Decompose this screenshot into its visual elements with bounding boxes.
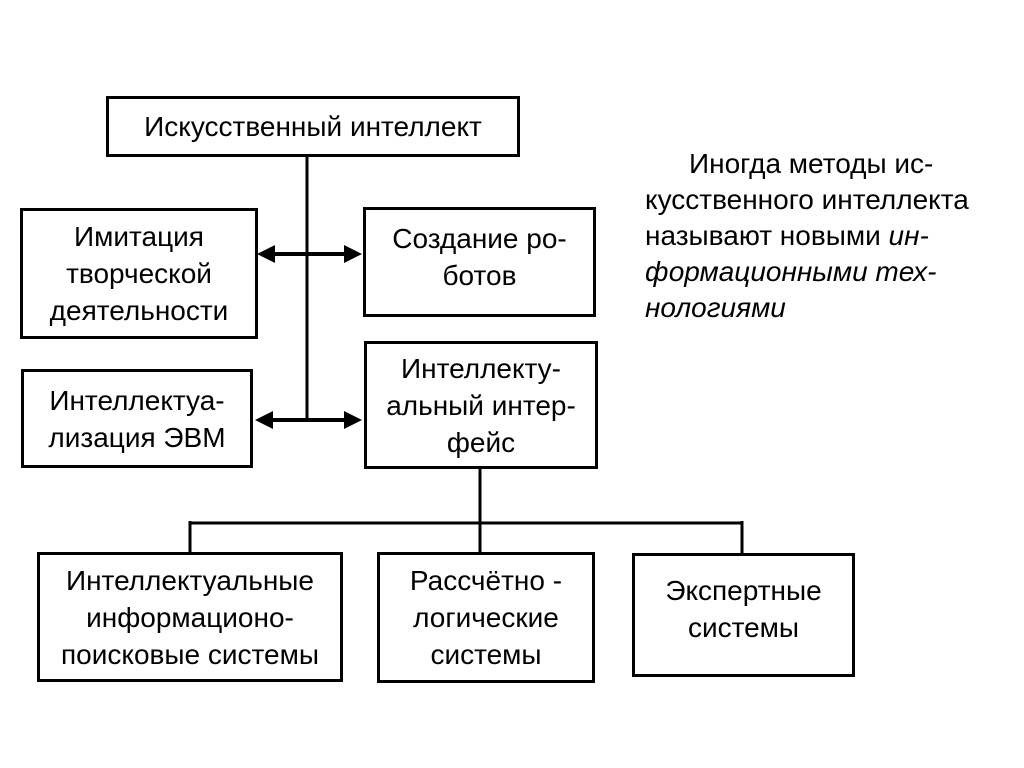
box-computational-logical-systems: Рассчётно - логические системы <box>377 552 595 683</box>
note-line-1: Иногда методы ис- <box>689 148 934 179</box>
box-computer-intellectualization: Интеллектуа- лизация ЭВМ <box>21 369 253 468</box>
box-imitation-creative-activity: Имитация творческой деятельности <box>20 208 258 339</box>
note-line-2: кусственного интеллекта <box>645 184 969 215</box>
arrow-right-head-icon <box>344 411 362 429</box>
arrow-right-head-icon <box>344 245 362 263</box>
arrow-left-head-icon <box>257 245 275 263</box>
note-line-3: называют новыми ин- <box>645 218 1019 254</box>
box-intelligent-information-retrieval-systems: Интеллектуальные информационо- поисковые… <box>37 552 343 682</box>
note-line-3-italic: ин- <box>888 220 929 251</box>
box-expert-systems: Экспертные системы <box>632 553 855 677</box>
note-line-4: формационными тех- <box>645 256 937 287</box>
note-text: Иногда методы ис- кусственного интеллект… <box>645 146 1019 326</box>
note-line-5: нологиями <box>645 292 786 323</box>
note-line-3-regular: называют новыми <box>645 220 889 251</box>
arrow-left-head-icon <box>255 411 273 429</box>
box-artificial-intelligence: Искусственный интеллект <box>106 96 520 157</box>
box-intelligent-interface: Интеллекту- альный интер- фейс <box>364 341 598 469</box>
box-robot-creation: Создание ро- ботов <box>363 207 596 317</box>
